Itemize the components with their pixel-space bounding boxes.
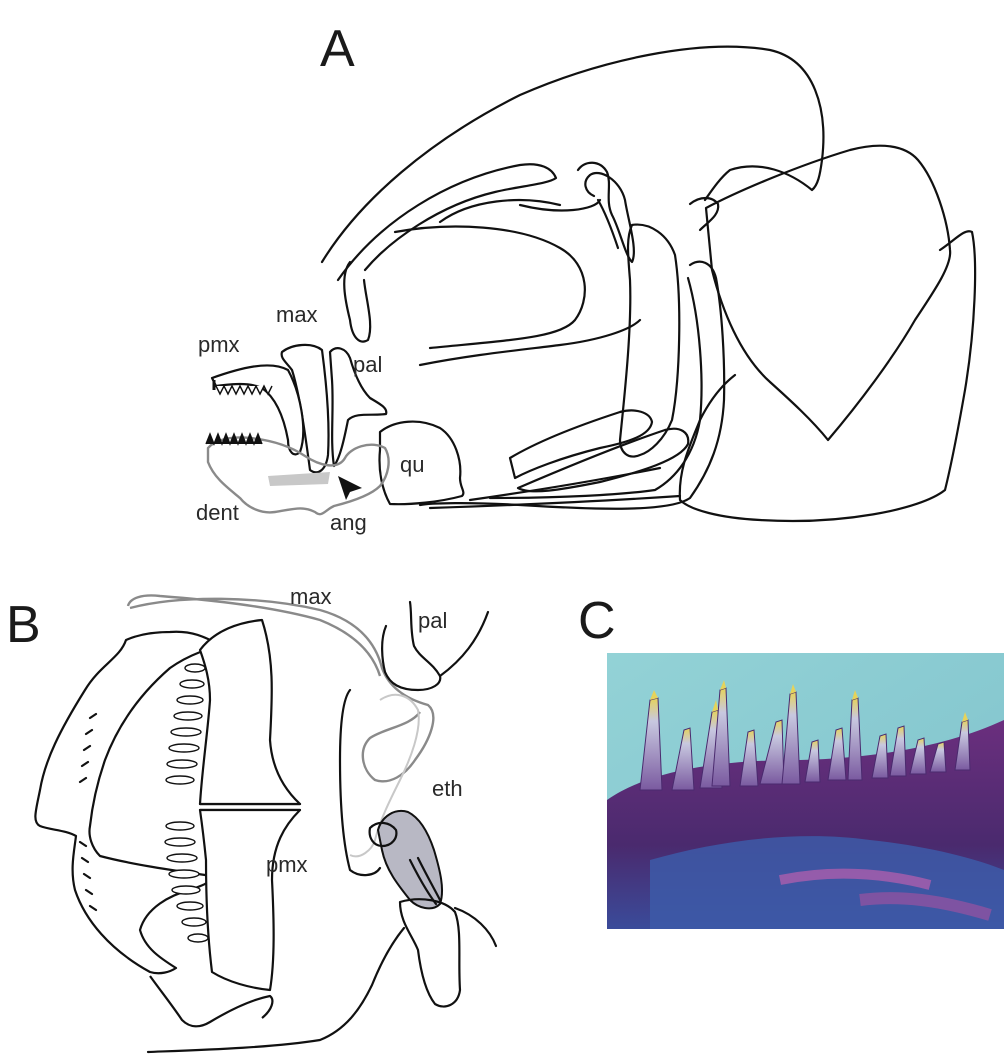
hyomandibular-head [344,262,370,342]
label-ang-a: ang [330,510,367,535]
label-pmx-b: pmx [266,852,308,877]
ceratohyal-upper [510,410,652,478]
photo-cleared-stained-jaw [607,653,1004,929]
maxilla-b [128,595,433,781]
label-eth-b: eth [432,776,463,801]
branchiostegal-rays [430,468,680,508]
premaxilla-b-lower-block [200,810,300,990]
orbit-lower [440,200,600,222]
preopercle-inner [490,278,702,498]
label-qu-a: qu [400,452,424,477]
label-max-b: max [290,584,332,609]
label-pal-b: pal [418,608,447,633]
panel-b: B [6,584,496,1052]
panel-c-letter: C [578,592,616,650]
label-dent-a: dent [196,500,239,525]
panel-b-letter: B [6,596,41,654]
label-max-a: max [276,302,318,327]
interopercle-strut [620,225,679,457]
arrowhead-marker [338,476,362,500]
meckel-cartilage [268,472,330,486]
parasphenoid-line [420,320,640,365]
premaxilla-b-upper-block [200,620,300,804]
orbit-outline [395,227,585,348]
label-pmx-a: pmx [198,332,240,357]
sphenotic-process [578,163,634,262]
ethmoid-block [340,690,380,875]
panel-a: A [196,20,975,535]
skull-inner-arch [338,164,556,280]
vomer-arc [455,908,496,946]
vomer-process [400,899,460,1006]
skull-roof [322,47,823,262]
label-pal-a: pal [353,352,382,377]
panel-c: C [578,592,1004,929]
panel-a-letter: A [320,20,355,78]
opercle [706,146,950,440]
